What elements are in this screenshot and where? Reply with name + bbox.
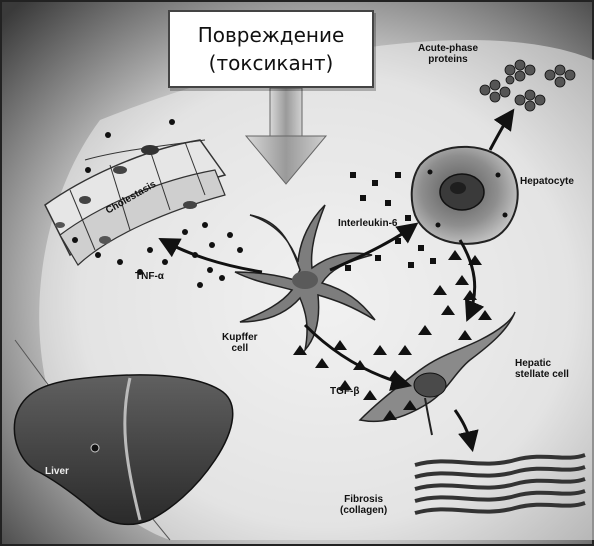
fibrosis-label: Fibrosis (collagen) (340, 494, 387, 516)
fibrosis-label-line1: Fibrosis (340, 494, 387, 505)
acute-phase-label: Acute-phase proteins (418, 43, 478, 65)
kupffer-label: Kupffer cell (222, 332, 258, 354)
tnf-label: TNF-α (135, 271, 164, 282)
interleukin-label: Interleukin-6 (338, 218, 397, 229)
title-line-1: Повреждение (198, 21, 345, 49)
liver-label: Liver (45, 466, 69, 477)
injury-title-box: Повреждение (токсикант) (168, 10, 374, 88)
hepatic-stellate-label-line2: stellate cell (515, 369, 569, 380)
hepatic-stellate-label-line1: Hepatic (515, 358, 569, 369)
hepatic-stellate-label: Hepatic stellate cell (515, 358, 569, 380)
hepatocyte-cell (412, 147, 518, 244)
kupffer-label-line2: cell (222, 343, 258, 354)
acute-phase-label-line1: Acute-phase (418, 43, 478, 54)
acute-phase-label-line2: proteins (418, 54, 478, 65)
hepatocyte-label: Hepatocyte (520, 176, 574, 187)
kupffer-label-line1: Kupffer (222, 332, 258, 343)
title-line-2: (токсикант) (209, 49, 334, 77)
fibrosis-label-line2: (collagen) (340, 505, 387, 516)
tgf-label: TGF-β (330, 386, 359, 397)
